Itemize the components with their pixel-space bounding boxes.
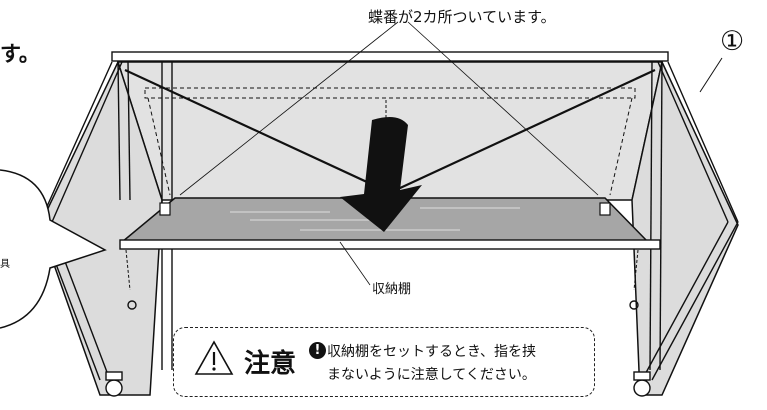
caster-wheel-icon xyxy=(105,371,651,397)
exclamation-icon: ! xyxy=(309,342,326,359)
down-arrow-icon xyxy=(340,116,422,232)
caution-box: 注意 ! 収納棚をセットするとき、指を挟 まないように注意してください。 xyxy=(173,327,595,397)
hinge-leader-lines xyxy=(179,21,599,196)
caution-text-line-2: まないように注意してください。 xyxy=(327,367,536,383)
cropped-instruction-text: す。 xyxy=(0,42,40,66)
storage-shelf-label: 収納棚 xyxy=(372,282,412,297)
part-number-label: ① xyxy=(720,26,745,57)
right-side-panel xyxy=(631,59,739,396)
hinge-icon xyxy=(159,202,611,216)
top-frame xyxy=(39,51,739,223)
shelf-original-position xyxy=(144,87,636,196)
cross-braces xyxy=(124,69,656,196)
hinge-note-label: 蝶番が2カ所ついています。 xyxy=(368,8,556,26)
motion-arrows xyxy=(125,100,639,291)
caution-text-line-1: 収納棚をセットするとき、指を挟 xyxy=(327,344,537,360)
caution-title: 注意 xyxy=(244,349,297,379)
hook-icon xyxy=(127,300,639,310)
left-side-panel xyxy=(39,59,163,396)
speech-bubble-text: 具 xyxy=(0,259,10,270)
warning-triangle-icon xyxy=(194,340,234,375)
front-shelf-rail xyxy=(119,239,661,250)
part-number-leader xyxy=(699,57,723,93)
frame-posts xyxy=(39,61,739,381)
speech-bubble xyxy=(0,169,107,329)
shelf-leader-line xyxy=(339,241,371,286)
shelf-wood-grain xyxy=(230,207,520,231)
